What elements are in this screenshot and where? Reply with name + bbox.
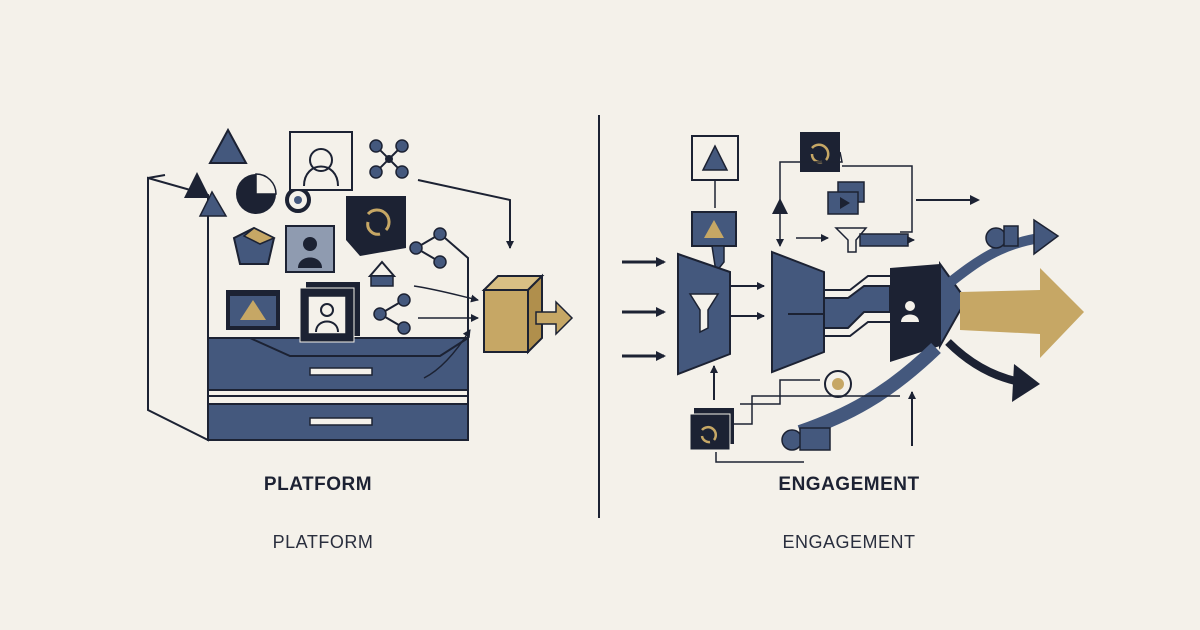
- platform-section: [147, 127, 574, 442]
- triangle-icon: [184, 172, 210, 198]
- gear-icon: [346, 196, 406, 256]
- stacked-photo-icon: [299, 282, 360, 343]
- gold-output-arrow: [960, 268, 1084, 358]
- pie-icon: [236, 173, 277, 214]
- triangle-icon: [198, 190, 228, 217]
- output-box-icon: [481, 273, 574, 355]
- funnel-icon: [677, 252, 731, 376]
- process-block: [771, 250, 825, 374]
- ring-icon: [285, 187, 311, 213]
- play-icon: [827, 181, 865, 215]
- pie-icon: [824, 370, 852, 398]
- curved-output-arrow: [944, 233, 1041, 288]
- funnel-icon: [834, 227, 909, 253]
- folder-triangle-icon: [226, 290, 280, 330]
- person-icon: [289, 131, 353, 191]
- return-pipe: [797, 342, 941, 439]
- box-icon: [232, 226, 276, 265]
- engagement-subtitle: ENGAGEMENT: [782, 532, 916, 552]
- cabinet-side-panel: [147, 176, 209, 442]
- gear-icon: [800, 132, 840, 172]
- share-nodes-icon: [369, 139, 409, 179]
- house-icon: [367, 260, 397, 287]
- photo-icon: [285, 225, 335, 273]
- share-nodes-icon: [409, 227, 447, 269]
- cabinet-drawer-top: [207, 337, 469, 391]
- arrow-icon: [535, 300, 574, 336]
- platform-title: PLATFORM: [263, 474, 373, 495]
- triangle-icon: [691, 135, 739, 181]
- platform-subtitle: PLATFORM: [272, 532, 374, 552]
- folder-triangle-icon: [691, 211, 737, 247]
- share-nodes-icon: [373, 293, 411, 335]
- engagement-title: ENGAGEMENT: [778, 474, 920, 495]
- curved-output-arrow: [945, 339, 1021, 386]
- engagement-section: [622, 132, 1084, 463]
- gear-icon: [689, 408, 734, 451]
- triangle-icon: [208, 127, 248, 164]
